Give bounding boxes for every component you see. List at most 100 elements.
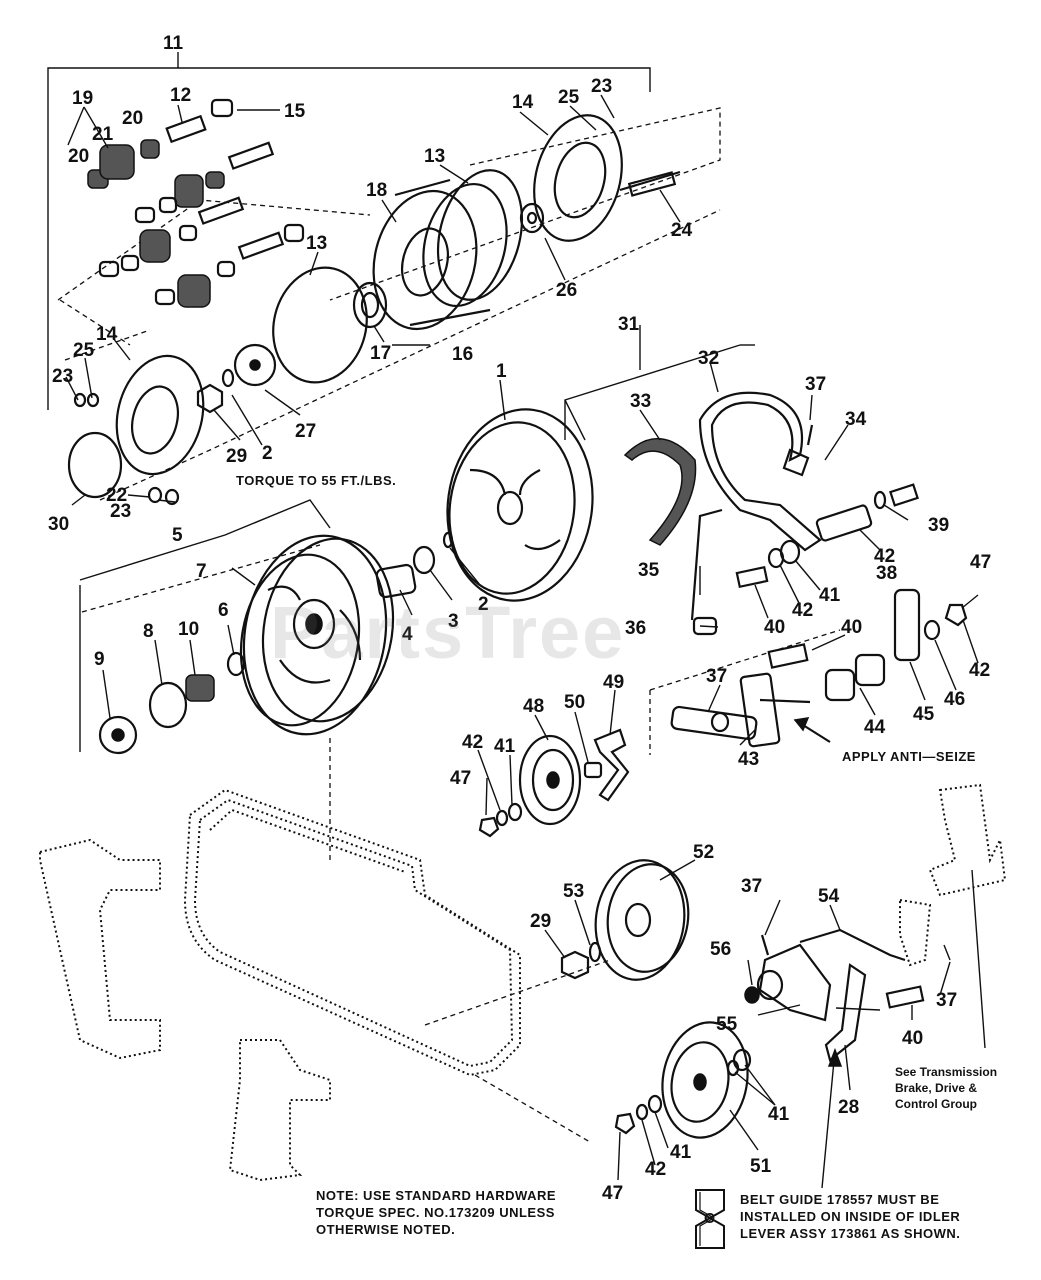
callout-47a: 47 [970, 552, 991, 573]
callout-7: 7 [196, 561, 207, 582]
callout-41d: 41 [670, 1142, 692, 1163]
callout-38: 38 [876, 563, 897, 584]
callout-42e: 42 [645, 1159, 666, 1180]
callout-24: 24 [671, 220, 693, 241]
callout-52: 52 [693, 842, 714, 863]
callout-42b: 42 [792, 600, 813, 621]
callout-37b: 37 [706, 666, 727, 687]
brake-lining [623, 438, 697, 546]
callout-42d: 42 [462, 732, 483, 753]
callout-42a: 42 [874, 546, 895, 567]
idler-lever-55 [756, 943, 832, 1022]
planet-gear-assembly [87, 98, 305, 308]
callout-47c: 47 [602, 1183, 623, 1204]
callout-36: 36 [625, 618, 646, 639]
callout-49: 49 [603, 672, 624, 693]
callout-25b: 25 [73, 340, 95, 361]
callout-20b: 20 [68, 146, 89, 167]
callout-44: 44 [864, 717, 886, 738]
callout-23c: 23 [110, 501, 131, 522]
callout-12: 12 [170, 85, 191, 106]
callout-43: 43 [738, 749, 759, 770]
carrier-housing [372, 178, 508, 331]
drive-belt [183, 788, 521, 1077]
callout-3: 3 [448, 611, 459, 632]
callout-27: 27 [295, 421, 316, 442]
callout-45: 45 [913, 704, 935, 725]
callout-10: 10 [178, 619, 199, 640]
callout-13a: 13 [424, 146, 445, 167]
callout-41b: 41 [494, 736, 516, 757]
belt-guide-note: BELT GUIDE 178557 MUST BE INSTALLED ON I… [740, 1192, 961, 1241]
callout-37a: 37 [805, 374, 826, 395]
anti-seize-note: APPLY ANTI—SEIZE [842, 749, 976, 764]
callout-41c: 41 [768, 1104, 790, 1125]
callout-29b: 29 [530, 911, 551, 932]
callout-37d: 37 [936, 990, 957, 1011]
callout-1: 1 [496, 361, 507, 382]
callout-50: 50 [564, 692, 585, 713]
pulley-1 [446, 408, 594, 602]
callout-42c: 42 [969, 660, 990, 681]
callout-51: 51 [750, 1156, 772, 1177]
callout-2a: 2 [262, 443, 273, 464]
callout-14b: 14 [96, 324, 118, 345]
callout-40b: 40 [841, 617, 862, 638]
callout-15: 15 [284, 101, 306, 122]
callout-23a: 23 [591, 76, 612, 97]
flange-plate-upper [519, 114, 681, 242]
callout-5: 5 [172, 525, 183, 546]
callout-23b: 23 [52, 366, 73, 387]
callout-11: 11 [163, 33, 184, 54]
brake-band [698, 391, 822, 552]
callout-40c: 40 [902, 1028, 923, 1049]
callout-26: 26 [556, 280, 577, 301]
callout-47b: 47 [450, 768, 471, 789]
callout-14a: 14 [512, 92, 534, 113]
callout-29a: 29 [226, 446, 247, 467]
transmission-reference-note: See Transmission Brake, Drive & Control … [895, 1065, 998, 1111]
callout-53: 53 [563, 881, 584, 902]
pulley-52 [594, 859, 690, 981]
callout-22: 22 [106, 485, 127, 506]
lever-assembly-43 [670, 672, 811, 748]
callout-30: 30 [48, 514, 69, 535]
callout-19: 19 [72, 88, 93, 109]
callout-35: 35 [638, 560, 660, 581]
torque-note: TORQUE TO 55 FT./LBS. [236, 473, 397, 488]
callout-9: 9 [94, 649, 105, 670]
callout-17: 17 [370, 343, 391, 364]
flange-plate-lower [67, 354, 205, 506]
callout-55: 55 [716, 1014, 738, 1035]
hardware-torque-note: NOTE: USE STANDARD HARDWARE TORQUE SPEC.… [316, 1188, 557, 1237]
callout-6: 6 [218, 600, 229, 621]
group-11-bracket [47, 67, 651, 410]
callout-20a: 20 [122, 108, 143, 129]
callout-41a: 41 [819, 585, 841, 606]
callout-33: 33 [630, 391, 651, 412]
callout-39: 39 [928, 515, 949, 536]
callout-4: 4 [402, 624, 413, 645]
callout-8: 8 [143, 621, 154, 642]
callout-34: 34 [845, 409, 867, 430]
callout-46: 46 [944, 689, 965, 710]
idler-pulley-51 [661, 1021, 749, 1139]
leader-lines [65, 94, 979, 1189]
callout-54: 54 [818, 886, 840, 907]
callout-31: 31 [618, 314, 640, 335]
callout-32: 32 [698, 348, 719, 369]
callout-labels: 11 19 12 15 21 20 20 14 25 23 13 18 24 1… [48, 33, 991, 1204]
callout-56: 56 [710, 939, 731, 960]
pulley-7 [239, 534, 395, 736]
callout-28: 28 [838, 1097, 859, 1118]
c-icon-letter: C [704, 1210, 715, 1227]
callout-13b: 13 [306, 233, 327, 254]
callout-48: 48 [523, 696, 544, 717]
callout-25a: 25 [558, 87, 580, 108]
callout-16: 16 [452, 344, 473, 365]
callout-21: 21 [92, 124, 114, 145]
idler-pulley-48 [518, 734, 582, 826]
callout-40a: 40 [764, 617, 785, 638]
